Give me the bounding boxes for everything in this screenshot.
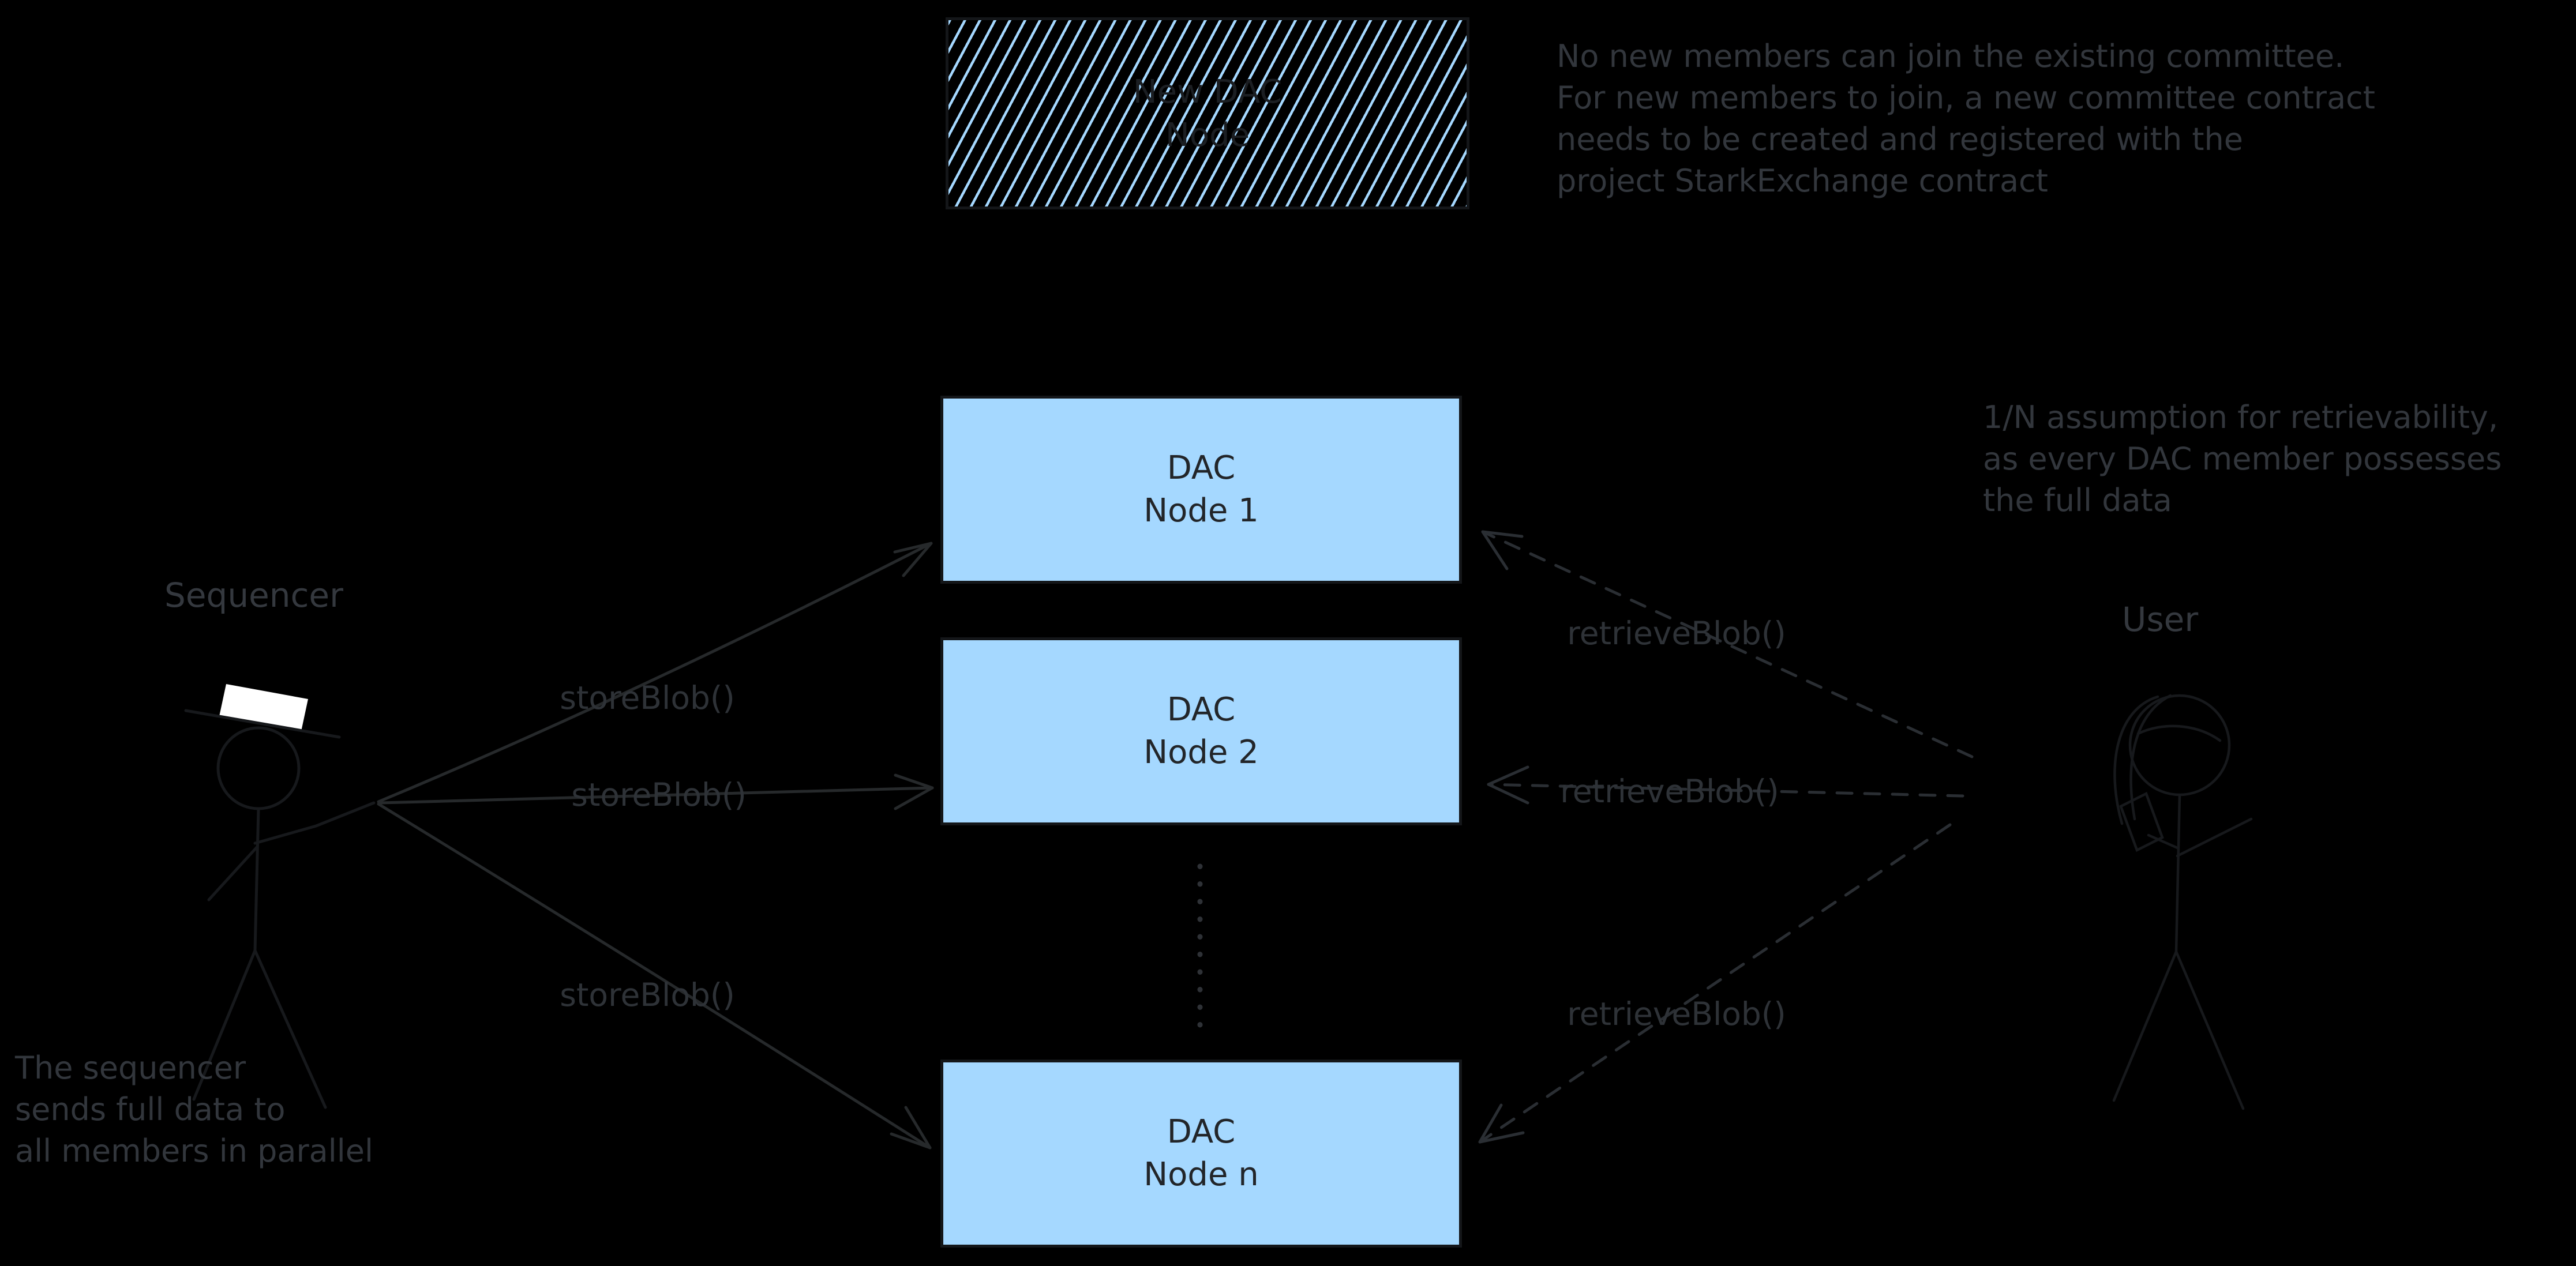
dac-node-n-label-line2: Node n — [1143, 1156, 1259, 1193]
store-arrow-1 — [377, 542, 933, 803]
committee-note-line: For new members to join, a new committee… — [1557, 80, 2375, 116]
user-figure-icon — [2112, 694, 2253, 1110]
dac-node-2-label-line2: Node 2 — [1143, 734, 1259, 771]
sequencer-arm-right — [253, 801, 376, 845]
retrieve-arrow-3 — [1478, 823, 1952, 1144]
retrieve-arrow-2-head — [1487, 765, 1529, 805]
dac-node-box-2: DAC Node 2 — [940, 637, 1462, 825]
user-arm-left — [2147, 833, 2179, 850]
retrieve-blob-label-2: retrieveBlob() — [1560, 773, 1779, 810]
store-arrow-2 — [379, 786, 934, 805]
parallel-note-line: all members in parallel — [15, 1133, 373, 1169]
committee-note: No new members can join the existing com… — [1557, 36, 2375, 202]
dac-node-box-n: DAC Node n — [940, 1060, 1462, 1248]
retrievability-note-line: as every DAC member possesses — [1983, 441, 2502, 477]
committee-note-line: project StarkExchange contract — [1557, 163, 2048, 199]
user-fringe — [2136, 724, 2222, 742]
store-blob-label-1: storeBlob() — [560, 679, 735, 716]
retrieve-arrows — [1478, 530, 1974, 1144]
sequencer-arm-left — [207, 845, 259, 901]
store-blob-label-3: storeBlob() — [560, 976, 735, 1013]
committee-note-line: needs to be created and registered with … — [1557, 121, 2243, 157]
dac-node-1-label-line1: DAC — [1167, 449, 1236, 487]
user-arm-right — [2176, 817, 2253, 858]
sequencer-label: Sequencer — [164, 576, 343, 615]
store-arrows — [377, 542, 934, 1149]
user-legs — [2112, 950, 2245, 1110]
sequencer-legs — [192, 949, 327, 1109]
new-dac-node-box: New DAC Node — [946, 17, 1469, 209]
user-head — [2128, 694, 2231, 797]
retrieve-arrow-1-head — [1481, 530, 1524, 570]
parallel-note-line: The sequencer — [15, 1050, 246, 1086]
parallel-note: The sequencer sends full data to all mem… — [15, 1047, 373, 1172]
dac-node-n-label-line1: DAC — [1167, 1113, 1236, 1151]
retrieve-arrow-1 — [1481, 530, 1974, 758]
sequencer-hat-brim — [184, 709, 341, 739]
store-arrow-3-head — [890, 1106, 932, 1149]
new-dac-node-label-line2: Node — [1165, 116, 1250, 154]
retrieve-arrow-3-head — [1478, 1103, 1525, 1144]
user-hair — [2113, 694, 2172, 825]
retrieve-blob-label-1: retrieveBlob() — [1567, 615, 1786, 652]
sequencer-head — [216, 726, 301, 810]
user-label: User — [2122, 600, 2199, 639]
dac-node-2-label-line1: DAC — [1167, 691, 1236, 728]
sequencer-body — [253, 807, 260, 952]
retrievability-note-line: 1/N assumption for retrievability, — [1983, 399, 2499, 435]
parallel-note-line: sends full data to — [15, 1091, 286, 1128]
dac-node-box-1: DAC Node 1 — [940, 396, 1462, 584]
retrieve-blob-label-3: retrieveBlob() — [1567, 995, 1786, 1032]
dac-node-1-label-line2: Node 1 — [1143, 492, 1259, 529]
store-arrow-3 — [377, 802, 932, 1149]
sequencer-figure-icon — [184, 684, 376, 1109]
store-arrow-1-head — [893, 542, 933, 577]
retrieve-arrow-2 — [1487, 783, 1964, 798]
user-phone-icon — [2119, 791, 2164, 852]
new-dac-node-label-line1: New DAC — [1133, 73, 1283, 111]
user-body — [2174, 793, 2181, 953]
committee-note-line: No new members can join the existing com… — [1557, 38, 2345, 74]
store-arrow-2-head — [894, 773, 934, 810]
retrievability-note: 1/N assumption for retrievability, as ev… — [1983, 397, 2502, 521]
retrievability-note-line: the full data — [1983, 482, 2172, 519]
store-blob-label-2: storeBlob() — [571, 776, 747, 813]
